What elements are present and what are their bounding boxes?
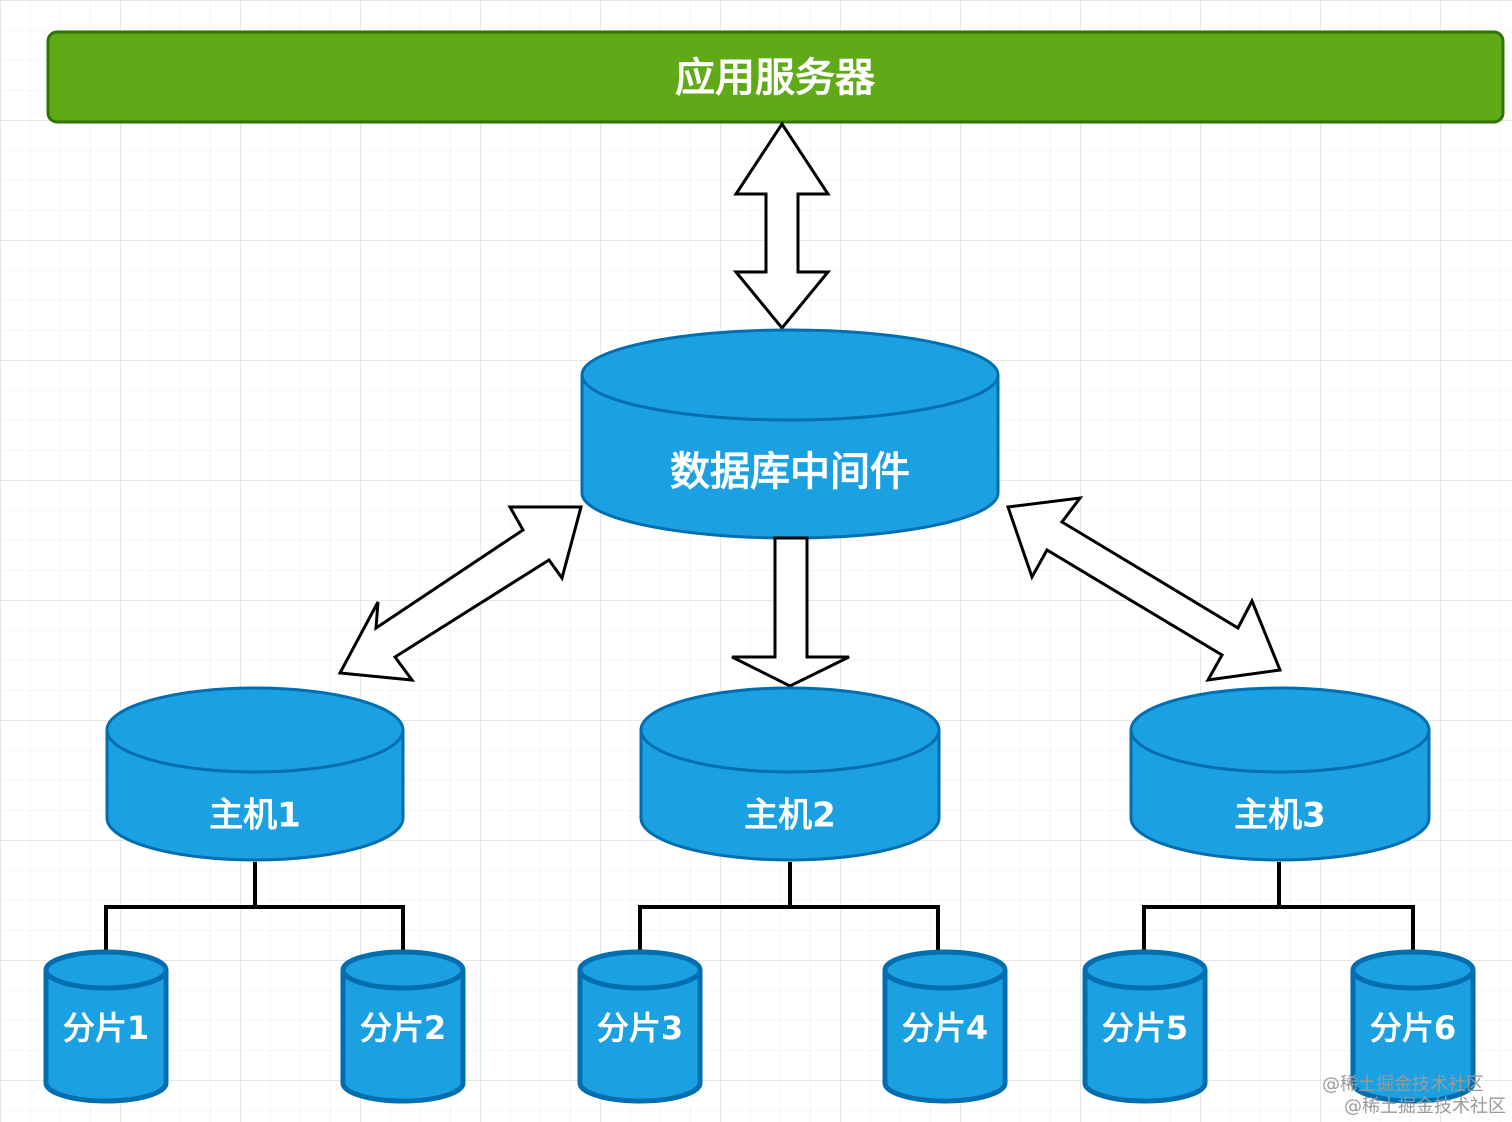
watermark-line-2: @稀土掘金技术社区 bbox=[1344, 1096, 1506, 1117]
shard-cylinder-4[interactable]: 分片4 bbox=[882, 949, 1008, 1104]
shard4-top-rim bbox=[882, 969, 1008, 991]
shard-cylinder-6[interactable]: 分片6 bbox=[1350, 949, 1476, 1104]
host-cylinder-1[interactable]: 主机1 bbox=[105, 686, 405, 862]
shard3-label: 分片3 bbox=[597, 1009, 683, 1047]
middleware-body bbox=[580, 328, 1000, 540]
host2-top-rim bbox=[639, 729, 941, 774]
shard5-top-rim bbox=[1082, 969, 1208, 991]
host1-body bbox=[105, 686, 405, 862]
host3-top-rim bbox=[1129, 729, 1431, 774]
arrow-app-to-middleware bbox=[732, 121, 832, 331]
shard1-top-rim bbox=[43, 969, 169, 991]
arrow-middleware-to-host1 bbox=[337, 505, 583, 682]
shard-cylinder-1[interactable]: 分片1 bbox=[43, 949, 169, 1104]
shard2-top-rim bbox=[340, 969, 466, 991]
host3-shard-connector bbox=[1142, 862, 1415, 950]
middleware-cylinder[interactable]: 数据库中间件 bbox=[580, 328, 1000, 540]
arrow-middleware-to-host2 bbox=[731, 536, 850, 688]
shard3-body bbox=[577, 949, 703, 1104]
shard-cylinder-3[interactable]: 分片3 bbox=[577, 949, 703, 1104]
app-server[interactable]: 应用服务器 bbox=[46, 30, 1505, 124]
app-server-label: 应用服务器 bbox=[675, 55, 876, 101]
shard6-label: 分片6 bbox=[1370, 1009, 1456, 1047]
middleware-label: 数据库中间件 bbox=[670, 449, 910, 495]
host-cylinder-3[interactable]: 主机3 bbox=[1129, 686, 1431, 862]
shard1-label: 分片1 bbox=[63, 1009, 149, 1047]
shard6-body bbox=[1350, 949, 1476, 1104]
host2-shard-connector bbox=[638, 862, 940, 950]
shard4-label: 分片4 bbox=[902, 1009, 988, 1047]
app-server-box bbox=[46, 30, 1505, 124]
host3-label: 主机3 bbox=[1234, 796, 1326, 836]
host1-top-rim bbox=[105, 729, 405, 774]
shard4-body bbox=[882, 949, 1008, 1104]
shard2-body bbox=[340, 949, 466, 1104]
middleware-top-rim bbox=[580, 374, 1000, 422]
arrow-middleware-to-host3 bbox=[1005, 496, 1283, 682]
shard3-top-rim bbox=[577, 969, 703, 991]
host2-body bbox=[639, 686, 941, 862]
host3-body bbox=[1129, 686, 1431, 862]
shard2-label: 分片2 bbox=[360, 1009, 446, 1047]
host2-label: 主机2 bbox=[744, 796, 836, 836]
shard-cylinder-2[interactable]: 分片2 bbox=[340, 949, 466, 1104]
shard5-body bbox=[1082, 949, 1208, 1104]
host-cylinder-2[interactable]: 主机2 bbox=[639, 686, 941, 862]
host1-label: 主机1 bbox=[209, 796, 301, 836]
host1-shard-connector bbox=[104, 862, 405, 950]
shard1-body bbox=[43, 949, 169, 1104]
shard5-label: 分片5 bbox=[1102, 1009, 1188, 1047]
watermark-line-1: @稀土掘金技术社区 bbox=[1322, 1074, 1484, 1095]
shard-cylinder-5[interactable]: 分片5 bbox=[1082, 949, 1208, 1104]
shard6-top-rim bbox=[1350, 969, 1476, 991]
